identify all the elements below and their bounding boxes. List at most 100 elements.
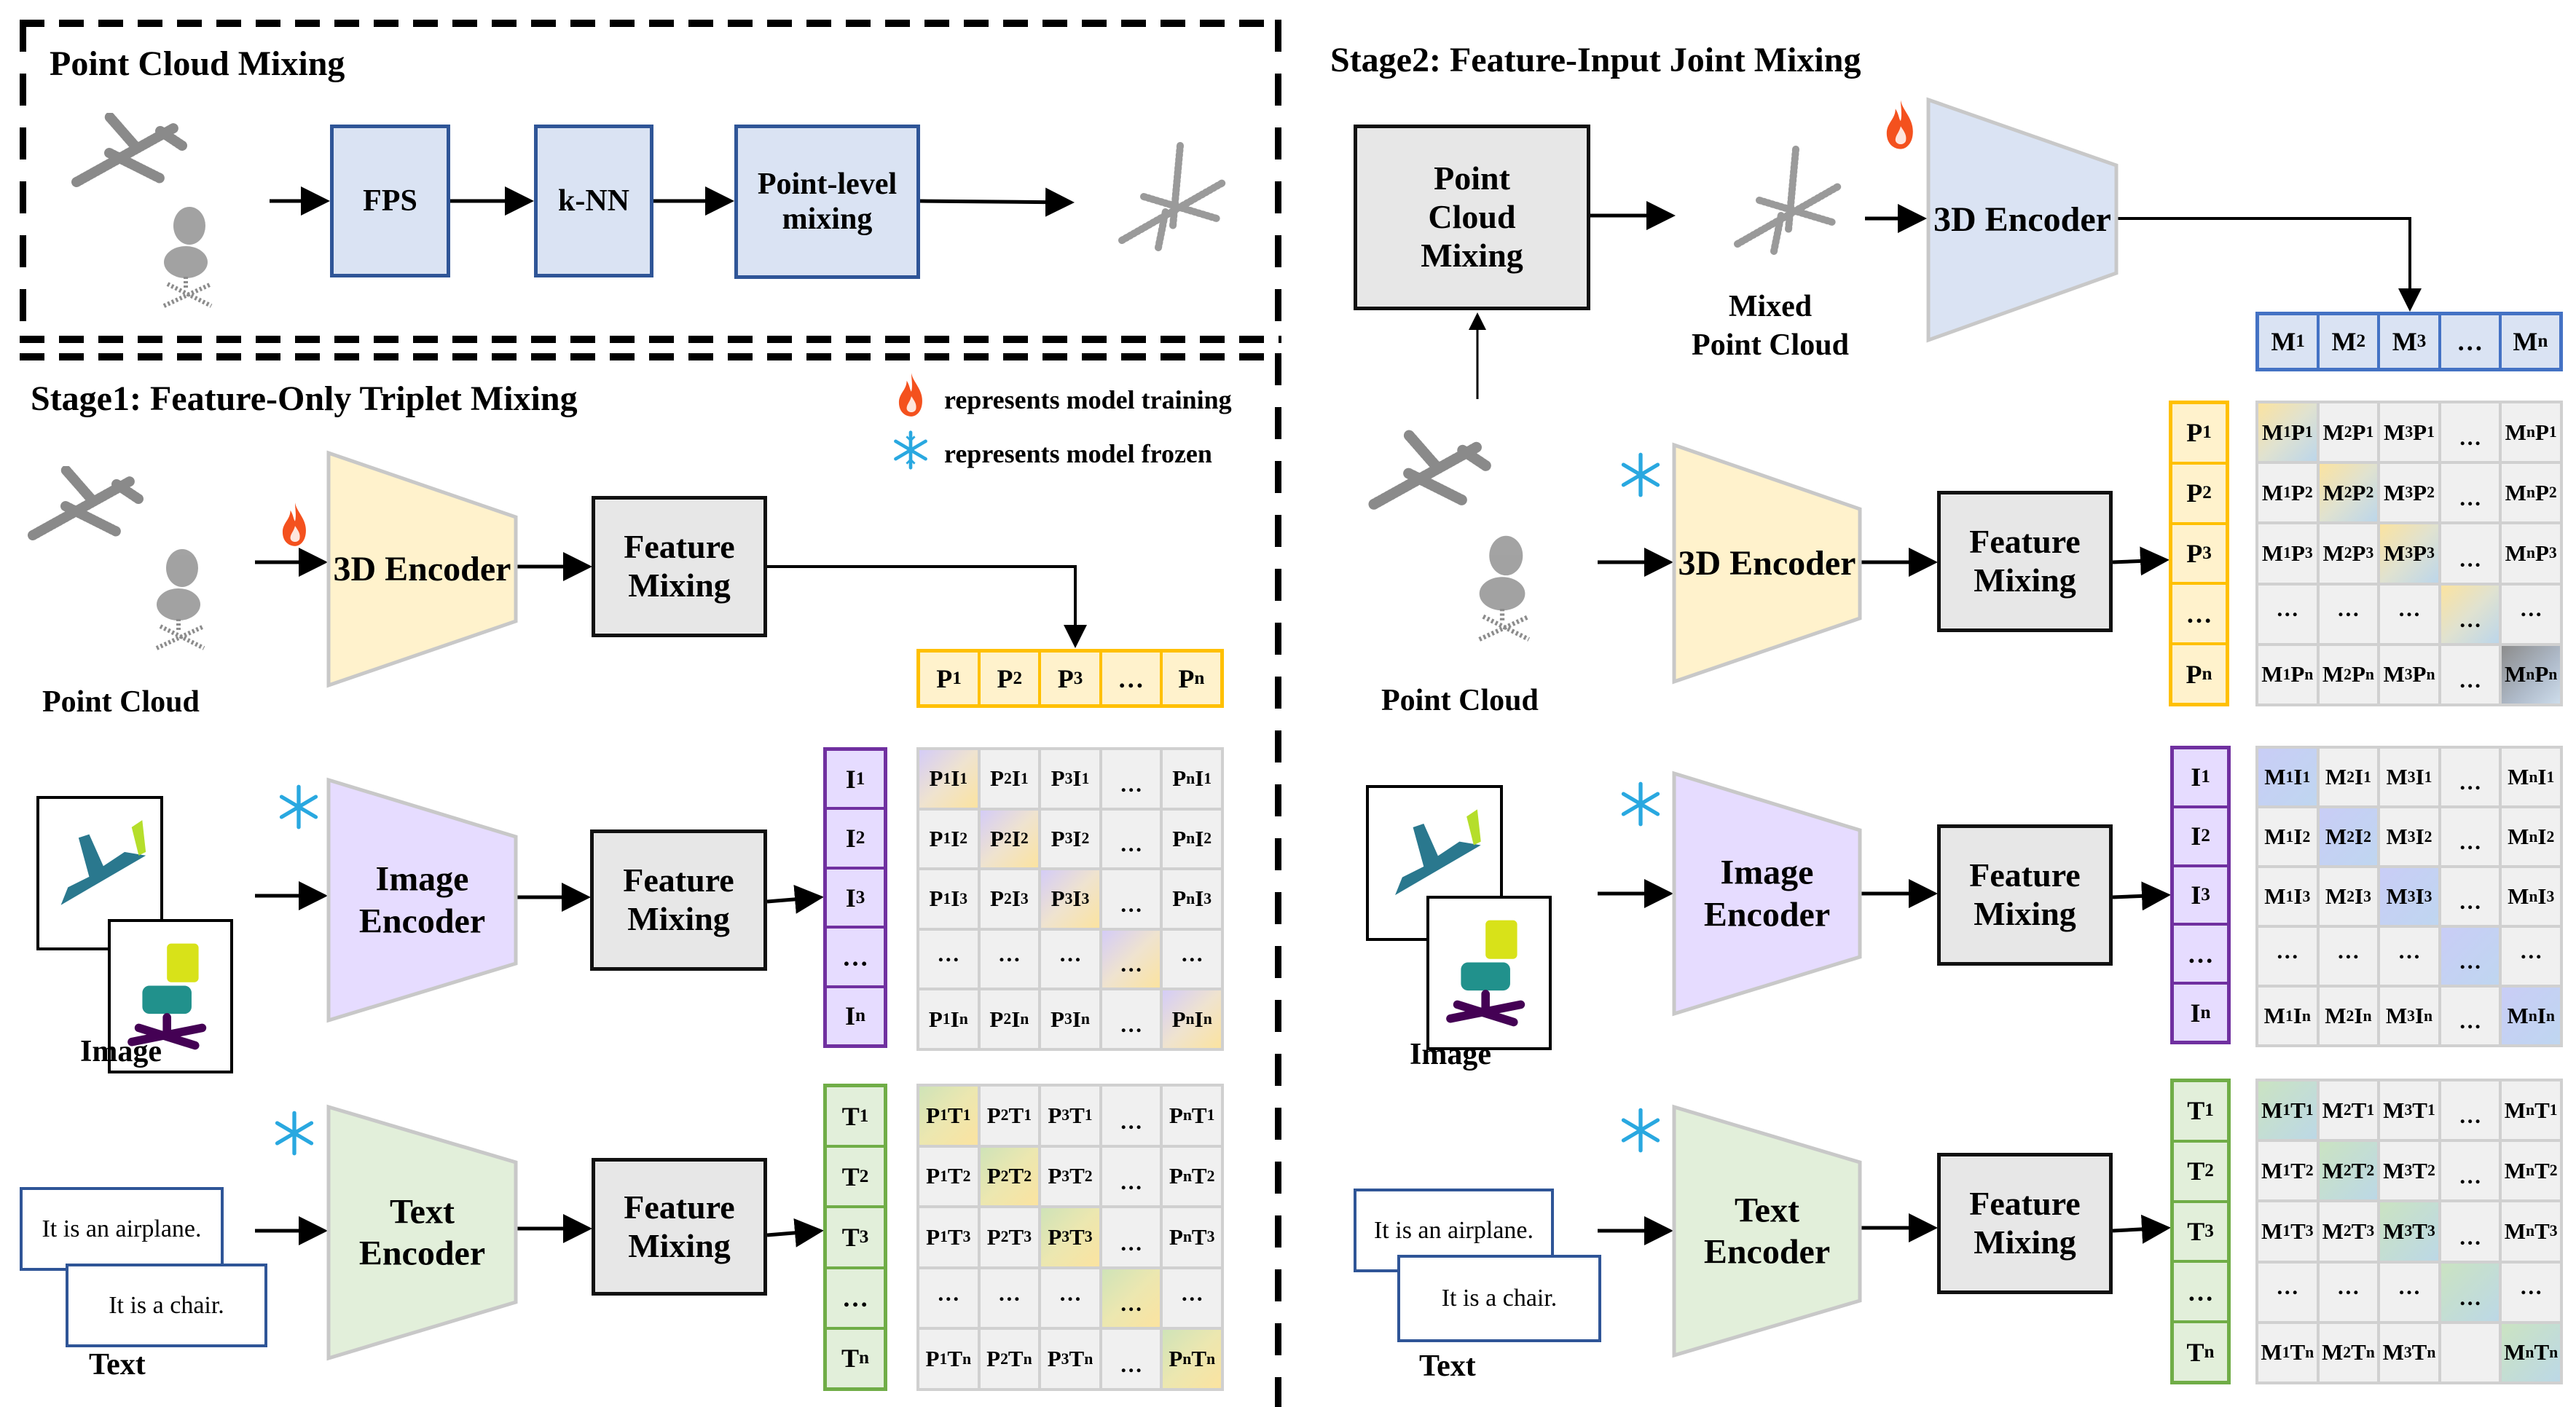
- s2-mt-cell: …: [2440, 1142, 2500, 1200]
- s2-mp-diagonal-cell: …: [2440, 585, 2500, 643]
- s2-mp-cell: …: [2440, 524, 2500, 583]
- point-level-mixing-step: Point-level mixing: [734, 125, 920, 279]
- s1-fire-icon: [278, 501, 312, 548]
- s2-top-3d-encoder-label: 3D Encoder: [1933, 200, 2111, 240]
- s2-3d-encoder-label: 3D Encoder: [1678, 543, 1856, 583]
- s1-i-cell: …: [827, 929, 884, 988]
- snowflake-icon: [890, 430, 931, 470]
- s1-pt-cell: …: [1041, 1269, 1099, 1328]
- s1-t-cell: …: [827, 1269, 884, 1330]
- s2-mi-cell: …: [2502, 928, 2560, 985]
- s1-pt-cell: …: [1102, 1330, 1161, 1388]
- s2-mt-cell: [2440, 1323, 2500, 1382]
- s2-text-label: Text: [1419, 1349, 1476, 1383]
- s2-image-label: Image: [1410, 1038, 1491, 1071]
- pcm-frame-top: [20, 20, 1281, 27]
- s2-mixed-label: Mixed Point Cloud: [1690, 288, 1850, 364]
- s2-mi-cell: …: [2440, 988, 2500, 1044]
- s2-mi-cell: …: [2319, 928, 2378, 985]
- s1-pi-cell: …: [1102, 990, 1161, 1048]
- s2-mixed-point-cloud: [1712, 142, 1858, 266]
- stage1-frame-right: [1275, 353, 1281, 1407]
- s2-t-cell: …: [2174, 1263, 2227, 1324]
- s2-mp-cell: …: [2440, 645, 2500, 704]
- s1-pi-cell: …: [919, 930, 978, 988]
- s2-feature-mixing-pc: Feature Mixing: [1937, 491, 2113, 632]
- s2-feature-mixing-text: Feature Mixing: [1937, 1153, 2113, 1294]
- stage2-title: Stage2: Feature-Input Joint Mixing: [1330, 41, 1861, 79]
- s1-image-encoder: Image Encoder: [326, 777, 518, 1023]
- s1-pi-cell: …: [1163, 930, 1221, 988]
- s2-mp-cell: …: [2440, 464, 2500, 522]
- s1-point-cloud-label: Point Cloud: [42, 685, 200, 719]
- s1-pt-cell: …: [1163, 1269, 1221, 1328]
- s2-mi-cell: …: [2258, 928, 2317, 985]
- s2-3d-encoder: 3D Encoder: [1672, 442, 1862, 685]
- s1-image-snowflake-icon: [275, 784, 322, 830]
- s2-mp-cell: …: [2502, 585, 2560, 643]
- s2-mt-cell: …: [2440, 1081, 2500, 1140]
- knn-step: k-NN: [534, 125, 653, 277]
- fps-step: FPS: [330, 125, 450, 277]
